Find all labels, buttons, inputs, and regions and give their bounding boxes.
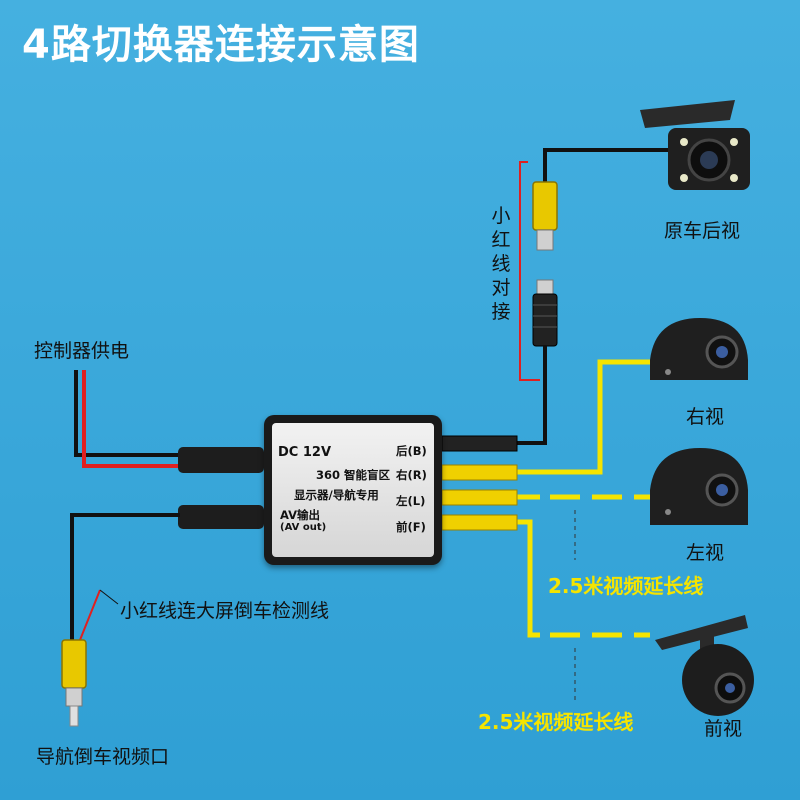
box-line1: 360 智能盲区 — [316, 468, 391, 482]
right-camera-icon — [650, 318, 748, 380]
power-plug — [178, 447, 264, 473]
box-line2: 显示器/导航专用 — [294, 488, 379, 502]
port-connectors — [441, 435, 518, 531]
red-wire-join-label: 小红线对接 — [491, 205, 511, 323]
left-camera-label: 左视 — [686, 542, 725, 564]
box-av-out: AV输出 — [280, 508, 321, 522]
av-out-plug — [178, 505, 264, 529]
front-camera-label: 前视 — [704, 718, 743, 740]
front-camera-icon — [655, 615, 754, 716]
front-yellow-cable — [470, 519, 540, 638]
rear-camera-icon — [640, 100, 750, 190]
av-out-cable — [70, 513, 180, 640]
port-l-label: 左(L) — [396, 494, 426, 508]
rear-camera-cable — [543, 148, 668, 185]
power-label: 控制器供电 — [34, 340, 130, 362]
port-b-label: 后(B) — [396, 444, 427, 458]
red-wire-note: 小红线连大屏倒车检测线 — [120, 600, 330, 622]
right-yellow-cable — [470, 359, 650, 475]
av-red-detect-wire — [79, 589, 101, 641]
extension-cable-label-2: 2.5米视频延长线 — [478, 710, 634, 734]
page-title: 4路切换器连接示意图 — [22, 22, 420, 68]
power-black-wire — [74, 370, 180, 457]
rear-rca-plug-female — [532, 181, 558, 251]
power-red-wire — [82, 370, 180, 468]
port-f-label: 前(F) — [396, 520, 426, 534]
box-av-out-en: (AV out) — [280, 522, 327, 533]
switcher-box: DC 12V 360 智能盲区 显示器/导航专用 AV输出 (AV out) 后… — [264, 415, 442, 565]
switcher-panel: DC 12V 360 智能盲区 显示器/导航专用 AV输出 (AV out) 后… — [272, 423, 434, 557]
port-r-label: 右(R) — [396, 468, 427, 482]
left-camera-icon — [650, 448, 748, 525]
rear-rca-plug-male — [532, 279, 558, 347]
rear-to-box-cable — [480, 346, 547, 445]
nav-video-label: 导航倒车视频口 — [36, 746, 170, 768]
box-dc-label: DC 12V — [278, 445, 332, 460]
red-wire-join — [519, 161, 540, 381]
rear-camera-label: 原车后视 — [664, 220, 741, 242]
right-camera-label: 右视 — [686, 406, 725, 428]
extension-cable-label-1: 2.5米视频延长线 — [548, 574, 704, 598]
nav-rca-plug — [61, 639, 87, 727]
